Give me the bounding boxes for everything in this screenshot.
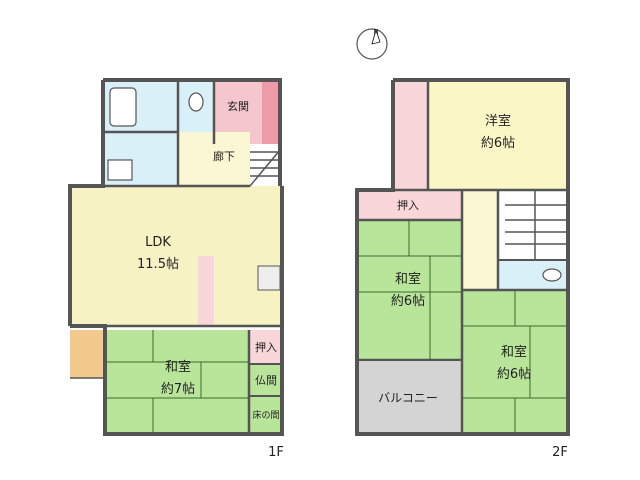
floor-1f bbox=[68, 78, 284, 436]
balcony-area bbox=[355, 362, 462, 434]
floor-2f bbox=[355, 78, 570, 436]
oshiire-2f-area bbox=[357, 190, 462, 220]
stairs-2f bbox=[498, 190, 568, 260]
oshiire-2f-label: 押入 bbox=[397, 198, 419, 212]
ldk-label: LDK bbox=[145, 235, 171, 250]
floor-1f-label: 1F bbox=[268, 445, 284, 460]
compass-letter: N bbox=[373, 28, 378, 36]
washitsu-1f-label: 和室 bbox=[165, 359, 191, 375]
tokonoma-label: 床の間 bbox=[252, 409, 279, 421]
ldk-size-label: 11.5帖 bbox=[137, 257, 179, 272]
closet-2f-left bbox=[393, 80, 428, 190]
rouka-label: 廊下 bbox=[213, 149, 235, 163]
ldk-area bbox=[70, 186, 282, 326]
washitsu-1f-size-label: 約7帖 bbox=[161, 382, 195, 397]
butsuma-label: 仏間 bbox=[255, 374, 277, 387]
youshitsu-size-label: 約6帖 bbox=[481, 136, 515, 151]
compass-icon bbox=[356, 28, 388, 60]
youshitsu-label: 洋室 bbox=[485, 113, 511, 129]
genkan-step bbox=[262, 80, 280, 144]
toilet-1f-bowl bbox=[188, 92, 204, 112]
washitsu-7-area bbox=[105, 330, 249, 434]
tokonoma-area bbox=[249, 396, 282, 434]
tatami-lines-1f bbox=[105, 330, 249, 434]
walls-2f bbox=[355, 78, 570, 436]
washitsu-2f-a-size-label: 約6帖 bbox=[391, 294, 425, 309]
kitchen-counter bbox=[198, 256, 214, 326]
stairs-lines-1f bbox=[249, 149, 281, 187]
hall-2f bbox=[462, 190, 498, 290]
engawa-wood bbox=[70, 330, 105, 378]
washitsu-2f-b-size-label: 約6帖 bbox=[497, 367, 531, 382]
toilet-2f-bowl bbox=[542, 268, 562, 282]
washitsu-2f-a-label: 和室 bbox=[395, 271, 421, 287]
stairs-lines-2f bbox=[505, 190, 568, 260]
kitchen-sink bbox=[257, 265, 281, 291]
oshiire-1f-area bbox=[249, 330, 282, 364]
washbasin bbox=[107, 159, 133, 181]
youshitsu-area bbox=[428, 80, 568, 190]
balcony-label: バルコニー bbox=[378, 391, 438, 405]
butsuma-area bbox=[249, 364, 282, 396]
oshiire-1f-label: 押入 bbox=[255, 340, 277, 354]
tatami-lines-2f bbox=[357, 220, 568, 434]
floor-2f-label: 2F bbox=[552, 445, 568, 460]
bathtub bbox=[109, 87, 137, 127]
genkan-label: 玄関 bbox=[227, 99, 249, 113]
washitsu-2f-b-label: 和室 bbox=[501, 344, 527, 360]
walls-1f bbox=[68, 78, 284, 436]
